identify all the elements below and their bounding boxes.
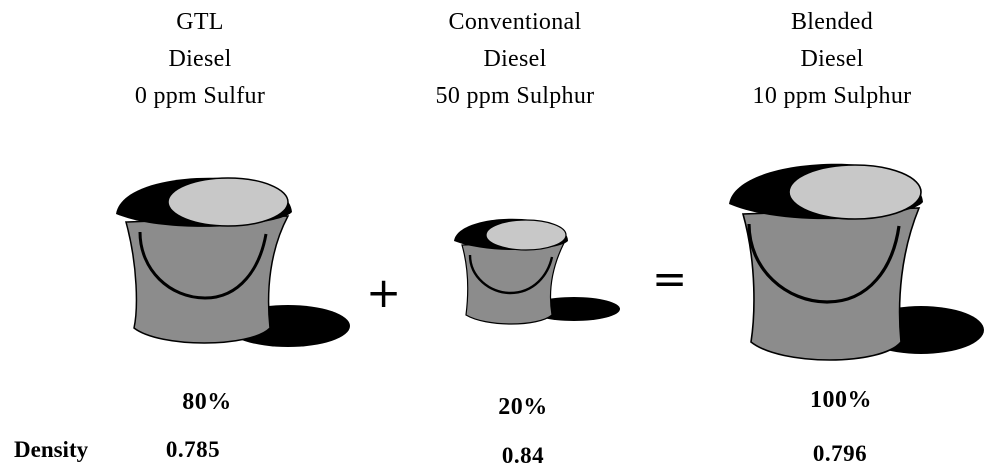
gtl-diesel-title: GTL Diesel 0 ppm Sulfur bbox=[80, 4, 320, 115]
bucket-body bbox=[461, 242, 565, 325]
title-line: Diesel bbox=[168, 46, 232, 72]
density-label: Density bbox=[14, 437, 89, 462]
bucket-lid bbox=[167, 177, 289, 227]
title-line: Diesel bbox=[483, 46, 547, 72]
bucket-lid bbox=[485, 219, 567, 251]
title-line: 0 ppm Sulfur bbox=[134, 83, 266, 109]
title-line: Blended bbox=[790, 9, 874, 35]
gtl-bucket-icon bbox=[116, 177, 350, 347]
conventional-density: 0.84 bbox=[501, 443, 545, 468]
title-line: 10 ppm Sulphur bbox=[752, 83, 912, 109]
gtl-density: 0.785 bbox=[165, 437, 221, 462]
title-line: 50 ppm Sulphur bbox=[435, 83, 595, 109]
plus-operator: + bbox=[366, 268, 402, 317]
gtl-percent: 80% bbox=[182, 389, 232, 415]
bucket-handle bbox=[468, 254, 554, 295]
bucket-lid bbox=[788, 164, 922, 220]
conventional-diesel-title: Conventional Diesel 50 ppm Sulphur bbox=[395, 4, 635, 115]
blended-bucket-icon bbox=[729, 163, 984, 361]
title-line: GTL bbox=[176, 9, 224, 35]
bucket-body bbox=[125, 215, 290, 344]
bucket-handle bbox=[138, 231, 268, 300]
bucket-body bbox=[741, 207, 921, 361]
title-line: Diesel bbox=[800, 46, 864, 72]
bucket-handle bbox=[747, 223, 901, 304]
conventional-percent: 20% bbox=[498, 394, 548, 420]
equals-operator: = bbox=[652, 254, 688, 303]
conventional-bucket-icon bbox=[454, 218, 620, 325]
title-line: Conventional bbox=[448, 9, 582, 35]
blended-diesel-title: Blended Diesel 10 ppm Sulphur bbox=[712, 4, 952, 115]
blended-density: 0.796 bbox=[812, 441, 868, 466]
blended-percent: 100% bbox=[810, 387, 872, 413]
